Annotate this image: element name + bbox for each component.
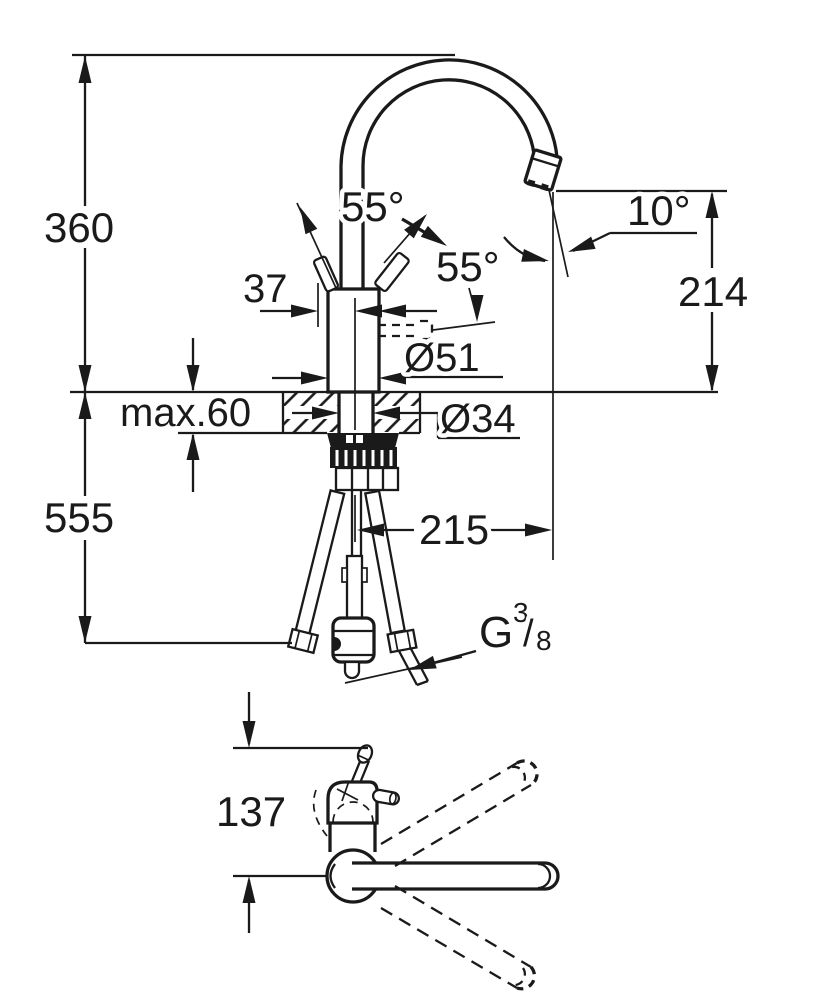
hose-braid — [363, 489, 407, 635]
thread-slash: / — [523, 613, 534, 655]
hose-thread-end-cut — [416, 679, 429, 687]
dim-55deg-lift: 55° — [401, 217, 504, 322]
hidden-edge-arc — [312, 789, 328, 837]
handle-arm — [350, 758, 363, 782]
faucet-front — [286, 58, 563, 687]
weight-notch — [334, 637, 341, 651]
hidden-edge-arc — [332, 801, 374, 823]
lever-dashed-cap — [420, 319, 434, 341]
dim-37: 37 — [239, 263, 437, 327]
spout-inner-edge — [361, 78, 536, 290]
lever-right-outline — [374, 251, 410, 293]
faucet-top — [312, 744, 560, 991]
base-inner-arc — [329, 863, 336, 889]
dim-10deg-label: 10° — [627, 187, 691, 234]
pullout-hose-tube — [345, 554, 364, 620]
dim-360-label: 360 — [44, 204, 114, 251]
pivot-mark — [341, 780, 350, 802]
countertop-hatch — [374, 393, 419, 406]
aerator — [523, 148, 563, 192]
dim-137: 137 — [212, 692, 368, 933]
lever-down-position-dashed — [378, 319, 496, 341]
swivel-range-upper — [380, 759, 539, 867]
thread-denominator: 8 — [536, 625, 552, 656]
spout-tube-cap-inner — [537, 862, 552, 890]
thread-prefix: G — [479, 608, 513, 657]
dim-55deg-lift-label: 55° — [436, 243, 500, 290]
dim-dia34: Ø34 — [292, 393, 520, 446]
supply-hose-left — [286, 489, 346, 655]
swivel-range-lower — [380, 885, 537, 991]
dim-214-label: 214 — [678, 268, 748, 315]
handle-side-pin — [371, 788, 401, 806]
tilt-line — [548, 189, 569, 278]
aerator-joint — [531, 157, 560, 168]
dim-215: 215 — [354, 192, 554, 560]
countertop — [70, 390, 718, 435]
handle-knob — [356, 744, 374, 764]
dim-555-label: 555 — [44, 494, 114, 541]
countertop-hatch — [284, 419, 338, 432]
lever-leader-line — [432, 321, 496, 331]
aerator-outlet-mark — [540, 183, 549, 192]
mounting-nut — [327, 433, 400, 492]
countertop-hatch — [374, 419, 419, 432]
nut-slot — [346, 435, 353, 443]
nut-ribs — [335, 450, 393, 466]
dim-55deg-swing: 55° — [294, 179, 432, 289]
front-view: 360 555 max.60 — [40, 53, 753, 687]
mounting-shank — [337, 392, 375, 433]
leader-baseline — [344, 656, 463, 684]
spout-tube-top — [352, 861, 560, 891]
lever-right-position — [374, 251, 410, 293]
dim-214: 214 — [674, 191, 753, 392]
faucet-body — [326, 287, 381, 394]
spout-outer-edge — [339, 58, 559, 290]
dim-dia51-label: Ø51 — [404, 336, 480, 380]
lever-left-position — [312, 255, 340, 293]
hose-weight — [331, 616, 376, 680]
nut-slot — [356, 435, 363, 443]
pivot-mark — [336, 788, 359, 801]
dim-dia51: Ø51 — [272, 332, 503, 385]
weight-tip — [343, 660, 361, 680]
dim-max60-label: max.60 — [120, 391, 251, 435]
hose-thread-end — [397, 650, 419, 686]
dim-215-label: 215 — [419, 506, 489, 553]
hose-clip — [361, 567, 368, 583]
handle-arm — [358, 760, 371, 784]
dim-10deg: 10° — [503, 183, 697, 278]
dim-137-label: 137 — [216, 788, 286, 835]
hose-end-nut — [286, 627, 320, 655]
dim-dia34-label: Ø34 — [440, 397, 516, 441]
aerator-outlet-mark — [526, 179, 536, 188]
supply-hose-right — [363, 489, 430, 687]
countertop-hatch — [284, 393, 338, 406]
hose-thread-end — [408, 646, 430, 682]
pullout-hose — [331, 490, 376, 680]
hose-braid — [294, 489, 346, 635]
dim-360: 360 — [40, 56, 119, 392]
dim-max60: max.60 — [116, 338, 256, 492]
dim-37-label: 37 — [243, 267, 288, 311]
label-g38: G 3 / 8 — [344, 593, 556, 684]
hose-clip — [341, 567, 348, 583]
dimensions-front: 360 555 max.60 — [40, 53, 753, 684]
dim-55deg-swing-label: 55° — [341, 183, 405, 230]
dim-555: 555 — [40, 392, 119, 643]
top-view: 137 — [212, 692, 560, 991]
lever-left-outline — [312, 255, 340, 293]
